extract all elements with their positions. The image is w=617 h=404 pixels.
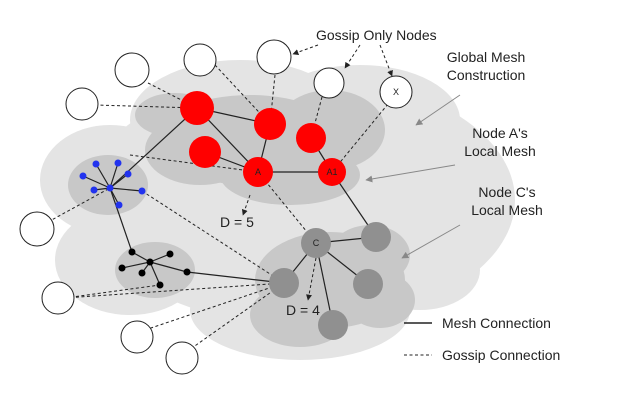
annotation-arrows [365,94,461,259]
red-mesh-nodes [180,91,346,187]
blue-node [114,159,122,167]
red-node [180,91,214,125]
gossip-node [256,39,292,75]
blue-nodes [79,159,146,209]
gossip-only-nodes [19,39,413,375]
red-node [254,108,286,140]
grey-node [269,268,299,298]
blue-node [92,160,100,168]
blue-node [124,170,132,178]
blue-node [138,187,146,195]
red-node [189,136,221,168]
gossip-node [114,52,150,88]
node-a [243,157,273,187]
node-c [301,228,331,258]
blue-node [106,184,114,192]
global-mesh-label-line1: Global Mesh [447,49,526,65]
gossip-node [183,43,217,77]
blue-node [79,172,87,180]
node-c-mesh-label-line2: Local Mesh [471,202,543,218]
black-node [183,268,191,276]
gossip-node [313,67,345,99]
black-node [128,248,136,256]
node-c-mesh-label-line1: Node C's [478,184,535,200]
blue-node [115,201,123,209]
node-a-mesh-label-line1: Node A's [472,125,528,141]
legend-gossip-connection-label: Gossip Connection [442,347,560,363]
gossip-only-nodes-label: Gossip Only Nodes [316,27,437,43]
node-a1 [318,158,346,186]
black-node [166,250,174,258]
blue-node [90,186,98,194]
black-node [138,269,146,277]
legend-mesh-connection-label: Mesh Connection [442,315,551,331]
black-node [156,281,164,289]
gossip-node [120,320,154,354]
gossip-node [19,211,55,247]
global-mesh-label-line2: Construction [447,67,526,83]
node-a-label: A [255,167,261,177]
gossip-node [165,341,199,375]
node-a-mesh-label-line2: Local Mesh [464,143,536,159]
grey-node [318,310,348,340]
degree-d5-label: D = 5 [220,214,254,230]
gossip-label-pointers [292,44,393,77]
gossip-node [65,87,99,121]
legend: Mesh Connection Gossip Connection [404,315,560,363]
black-nodes [118,248,191,289]
node-a1-label: A1 [326,167,337,177]
black-node [146,258,154,266]
degree-d4-label: D = 4 [286,302,320,318]
gossip-node [41,281,75,315]
grey-node [353,269,383,299]
black-node [118,264,126,272]
gossip-node-x [379,75,413,109]
node-x-label: X [393,87,399,97]
black-cluster-cloud [115,242,195,298]
grey-mesh-nodes [269,222,391,340]
grey-node [361,222,391,252]
node-c-label: C [313,238,320,248]
red-node [296,123,326,153]
